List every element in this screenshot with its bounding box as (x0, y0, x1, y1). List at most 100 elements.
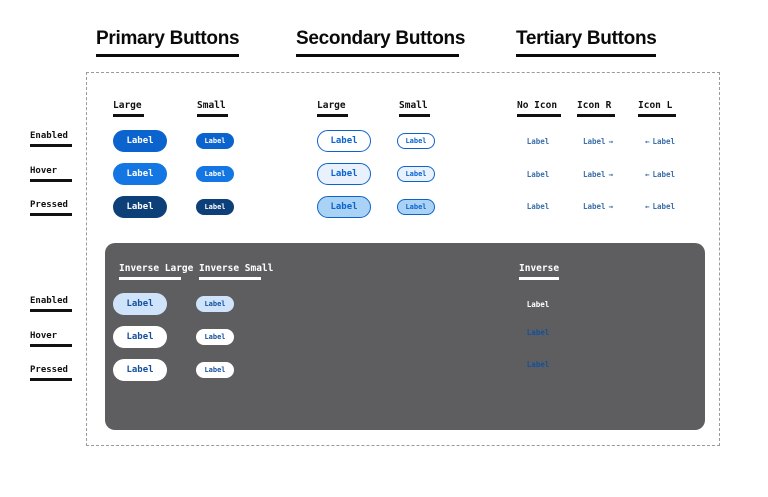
column-header-underline (399, 114, 430, 117)
column-header-underline (577, 114, 615, 117)
arrow-right-icon: → (608, 170, 614, 180)
column-header-underline (197, 114, 228, 117)
heading-secondary-buttons: Secondary Buttons (296, 28, 465, 57)
tertiary-no-icon-enabled-button[interactable]: Label (515, 133, 561, 151)
column-header-text: Icon R (577, 100, 612, 111)
primary-small-hover-button[interactable]: Label (196, 166, 234, 182)
state-label-underline (30, 179, 72, 182)
inverse-large-pressed-button[interactable]: Label (113, 359, 167, 381)
inverse-panel (105, 243, 705, 430)
button-label: Label (652, 202, 676, 212)
button-label: Label (330, 201, 358, 212)
state-label-hover-inverse: Hover (30, 331, 72, 347)
tertiary-icon-right-pressed-button[interactable]: Label → (572, 198, 624, 216)
heading-primary-buttons: Primary Buttons (96, 28, 240, 57)
button-label: Label (126, 364, 154, 375)
tertiary-no-icon-pressed-button[interactable]: Label (515, 198, 561, 216)
secondary-small-pressed-button[interactable]: Label (397, 199, 435, 215)
column-header-underline (517, 114, 561, 117)
state-label-underline (30, 309, 72, 312)
inverse-small-pressed-button[interactable]: Label (196, 362, 234, 378)
state-label-enabled-light: Enabled (30, 131, 72, 147)
section-headings: Primary Buttons Secondary Buttons Tertia… (0, 28, 768, 68)
column-header-underline (199, 277, 261, 280)
state-label-underline (30, 144, 72, 147)
state-label-hover-light: Hover (30, 166, 72, 182)
button-label: Label (526, 137, 550, 147)
tertiary-no-icon-hover-button[interactable]: Label (515, 166, 561, 184)
button-label: Label (204, 136, 226, 145)
state-label-pressed-inverse: Pressed (30, 365, 72, 381)
state-label-underline (30, 344, 72, 347)
button-label: Label (204, 169, 226, 178)
state-label-underline (30, 213, 72, 216)
arrow-right-icon: → (608, 137, 614, 147)
column-header-underline (119, 277, 181, 280)
state-label-underline (30, 378, 72, 381)
inverse-tertiary-pressed-button[interactable]: Label (515, 356, 561, 374)
heading-primary-underline (96, 54, 239, 57)
secondary-small-hover-button[interactable]: Label (397, 166, 435, 182)
tertiary-icon-right-enabled-button[interactable]: Label → (572, 133, 624, 151)
button-label: Label (405, 136, 427, 145)
arrow-left-icon: ← (644, 170, 650, 180)
tertiary-icon-left-hover-button[interactable]: ← Label (634, 166, 686, 184)
column-header-inverse-tertiary: Inverse (519, 263, 559, 280)
tertiary-icon-left-enabled-button[interactable]: ← Label (634, 133, 686, 151)
heading-secondary-label: Secondary Buttons (296, 28, 466, 49)
button-label: Label (126, 201, 154, 212)
button-label: Label (204, 332, 226, 341)
button-label: Label (526, 202, 550, 212)
inverse-large-hover-button[interactable]: Label (113, 326, 167, 348)
column-header-text: Icon L (638, 100, 673, 111)
button-label: Label (652, 137, 676, 147)
heading-tertiary-label: Tertiary Buttons (516, 28, 657, 49)
button-label: Label (330, 135, 358, 146)
button-label: Label (330, 168, 358, 179)
secondary-large-pressed-button[interactable]: Label (317, 196, 371, 218)
primary-large-enabled-button[interactable]: Label (113, 130, 167, 152)
primary-large-pressed-button[interactable]: Label (113, 196, 167, 218)
heading-tertiary-underline (516, 54, 656, 57)
column-header-primary-small: Small (197, 100, 228, 117)
state-label-text: Enabled (30, 296, 68, 306)
primary-small-pressed-button[interactable]: Label (196, 199, 234, 215)
button-label: Label (582, 202, 606, 212)
button-label: Label (405, 202, 427, 211)
button-label: Label (126, 298, 154, 309)
primary-small-enabled-button[interactable]: Label (196, 133, 234, 149)
column-header-primary-large: Large (113, 100, 144, 117)
column-header-text: Inverse Small (199, 263, 274, 274)
secondary-small-enabled-button[interactable]: Label (397, 133, 435, 149)
state-label-text: Enabled (30, 131, 68, 141)
button-label: Label (526, 170, 550, 180)
secondary-large-hover-button[interactable]: Label (317, 163, 371, 185)
inverse-tertiary-enabled-button[interactable]: Label (515, 296, 561, 314)
secondary-large-enabled-button[interactable]: Label (317, 130, 371, 152)
state-label-text: Hover (30, 331, 58, 341)
inverse-small-enabled-button[interactable]: Label (196, 296, 234, 312)
inverse-large-enabled-button[interactable]: Label (113, 293, 167, 315)
tertiary-icon-right-hover-button[interactable]: Label → (572, 166, 624, 184)
column-header-text: Large (317, 100, 346, 111)
button-label: Label (652, 170, 676, 180)
button-label: Label (204, 365, 226, 374)
column-header-text: Inverse Large (119, 263, 194, 274)
column-header-underline (638, 114, 676, 117)
column-header-underline (519, 277, 559, 280)
button-label: Label (582, 170, 606, 180)
column-header-secondary-large: Large (317, 100, 348, 117)
column-header-secondary-small: Small (399, 100, 430, 117)
primary-large-hover-button[interactable]: Label (113, 163, 167, 185)
state-label-text: Hover (30, 166, 58, 176)
button-label: Label (526, 300, 550, 310)
button-label: Label (126, 135, 154, 146)
button-label: Label (526, 328, 550, 338)
heading-tertiary-buttons: Tertiary Buttons (516, 28, 657, 57)
tertiary-icon-left-pressed-button[interactable]: ← Label (634, 198, 686, 216)
heading-secondary-underline (296, 54, 459, 57)
state-label-enabled-inverse: Enabled (30, 296, 72, 312)
inverse-small-hover-button[interactable]: Label (196, 329, 234, 345)
inverse-tertiary-hover-button[interactable]: Label (515, 324, 561, 342)
column-header-tertiary-no-icon: No Icon (517, 100, 561, 117)
